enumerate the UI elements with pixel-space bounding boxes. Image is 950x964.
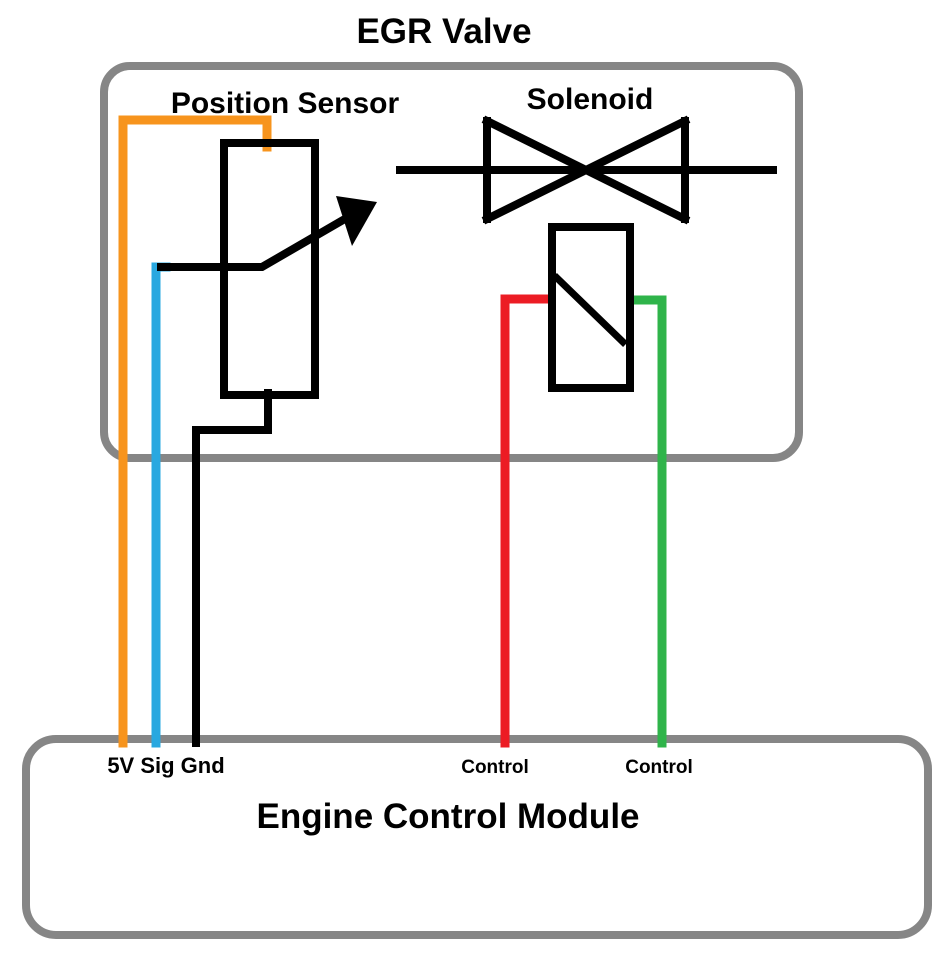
valve-cross-line-2	[481, 115, 691, 225]
solenoid-coil-symbol	[548, 223, 634, 392]
pin-label-control-red: Control	[461, 757, 529, 778]
diagram-title: EGR Valve	[356, 12, 531, 51]
wire-control-red	[500, 294, 556, 748]
wiper-arrowhead-icon	[336, 196, 377, 246]
solenoid-diagonal-line	[552, 273, 628, 347]
wire-5v-orange	[118, 115, 272, 748]
pin-label-control-green: Control	[625, 757, 693, 778]
egr-valve-box	[100, 62, 803, 462]
wire-control-green	[626, 295, 667, 748]
wire-ground-black	[192, 389, 272, 747]
wires	[118, 115, 667, 748]
solenoid-label: Solenoid	[527, 83, 654, 116]
pin-label-5v-sig-gnd: 5V Sig Gnd	[107, 753, 224, 778]
engine-control-module-box	[22, 735, 932, 939]
ecm-title: Engine Control Module	[256, 797, 639, 836]
potentiometer-wiper-line	[157, 203, 368, 271]
position-sensor-label: Position Sensor	[171, 87, 400, 120]
schematic-symbols	[157, 115, 777, 399]
